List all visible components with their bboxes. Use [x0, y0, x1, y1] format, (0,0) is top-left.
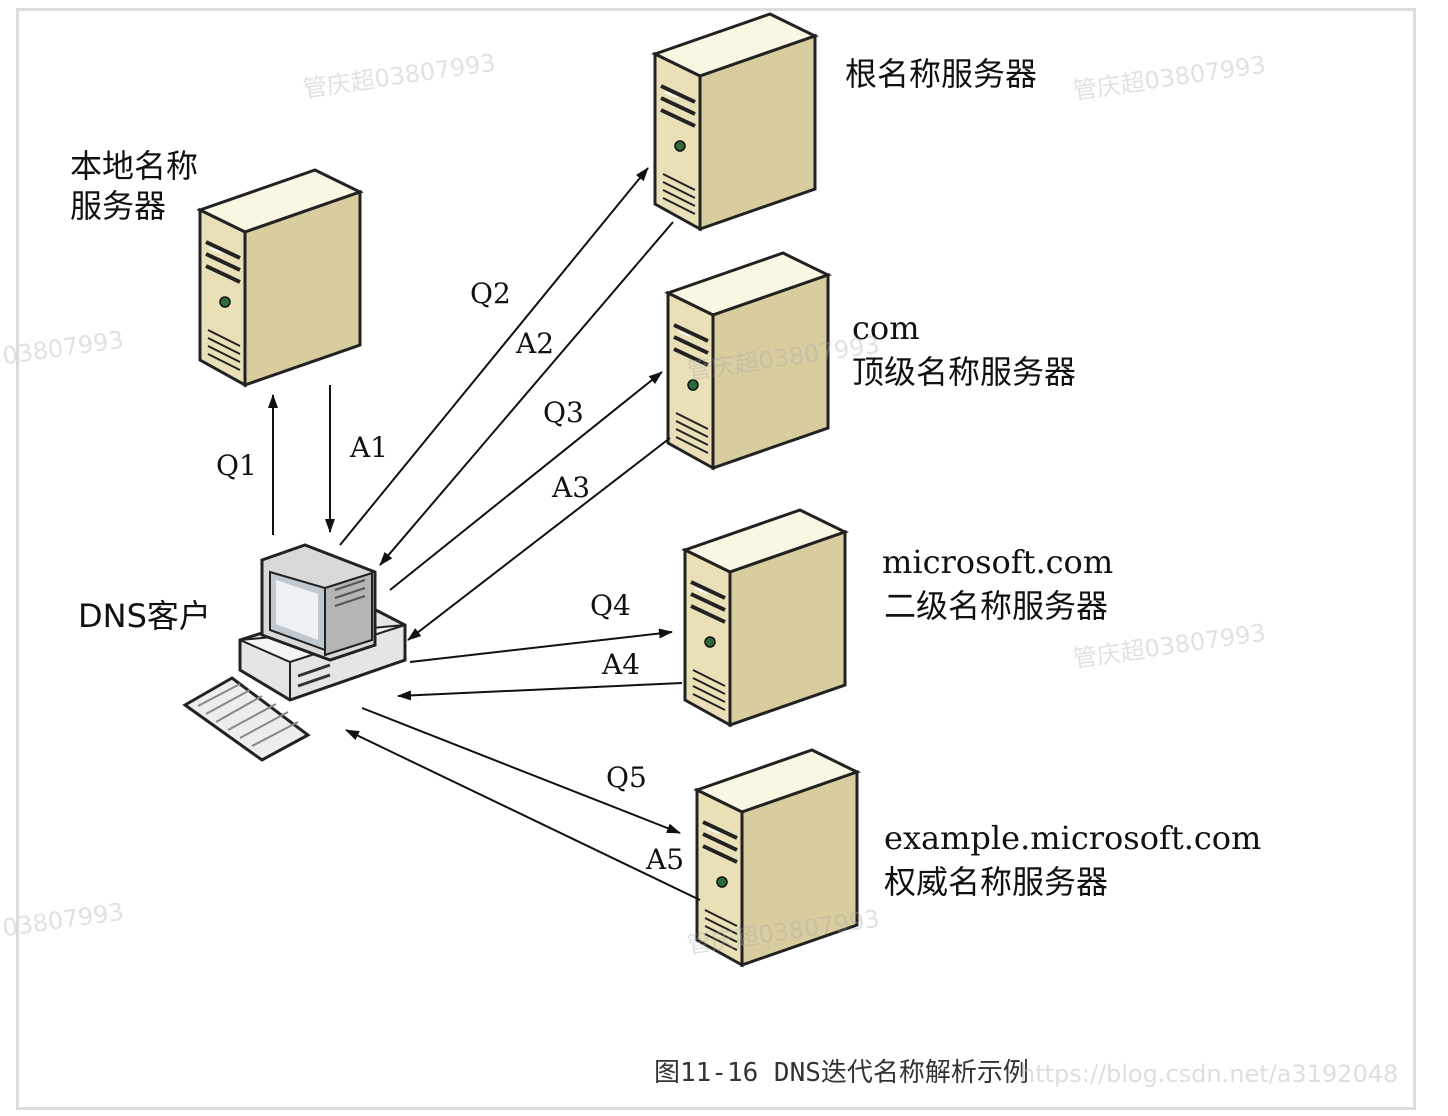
client-label: DNS客户 — [78, 597, 211, 635]
q3-label: Q3 — [543, 396, 584, 429]
local-server-label: 本地名称 服务器 — [70, 147, 199, 225]
local-server-icon — [198, 168, 362, 387]
example-domain-label: example.microsoft.com — [884, 819, 1262, 857]
a5-arrow — [345, 729, 701, 901]
root-server-icon — [653, 12, 817, 231]
microsoft-server-label: 二级名称服务器 — [884, 587, 1109, 625]
a2-label: A2 — [516, 327, 555, 360]
a3-arrow — [407, 437, 671, 641]
a5-label: A5 — [646, 843, 685, 876]
q5-label: Q5 — [606, 761, 647, 794]
a1-label: A1 — [350, 431, 389, 464]
q5-arrow — [361, 707, 681, 834]
figure-caption: 图11-16 DNS迭代名称解析示例 — [654, 1058, 1029, 1088]
a2-arrow — [379, 221, 674, 566]
q2-label: Q2 — [470, 277, 511, 310]
q3-arrow — [389, 371, 663, 591]
a4-label: A4 — [602, 648, 641, 681]
q2-arrow — [339, 167, 649, 546]
com-server-label: 顶级名称服务器 — [852, 353, 1077, 391]
source-url-watermark: https://blog.csdn.net/a3192048 — [1020, 1060, 1399, 1088]
q4-arrow — [409, 628, 673, 663]
a3-label: A3 — [552, 471, 591, 504]
figure-frame — [16, 8, 1416, 1110]
com-domain-label: com — [852, 309, 920, 347]
root-server-label: 根名称服务器 — [845, 55, 1038, 93]
q4-label: Q4 — [590, 589, 631, 622]
q1-label: Q1 — [216, 449, 257, 482]
microsoft-domain-label: microsoft.com — [882, 543, 1114, 581]
a4-arrow — [397, 682, 683, 701]
microsoft-server-icon — [683, 508, 847, 727]
computer-icon — [182, 543, 407, 762]
example-server-label: 权威名称服务器 — [884, 863, 1109, 901]
